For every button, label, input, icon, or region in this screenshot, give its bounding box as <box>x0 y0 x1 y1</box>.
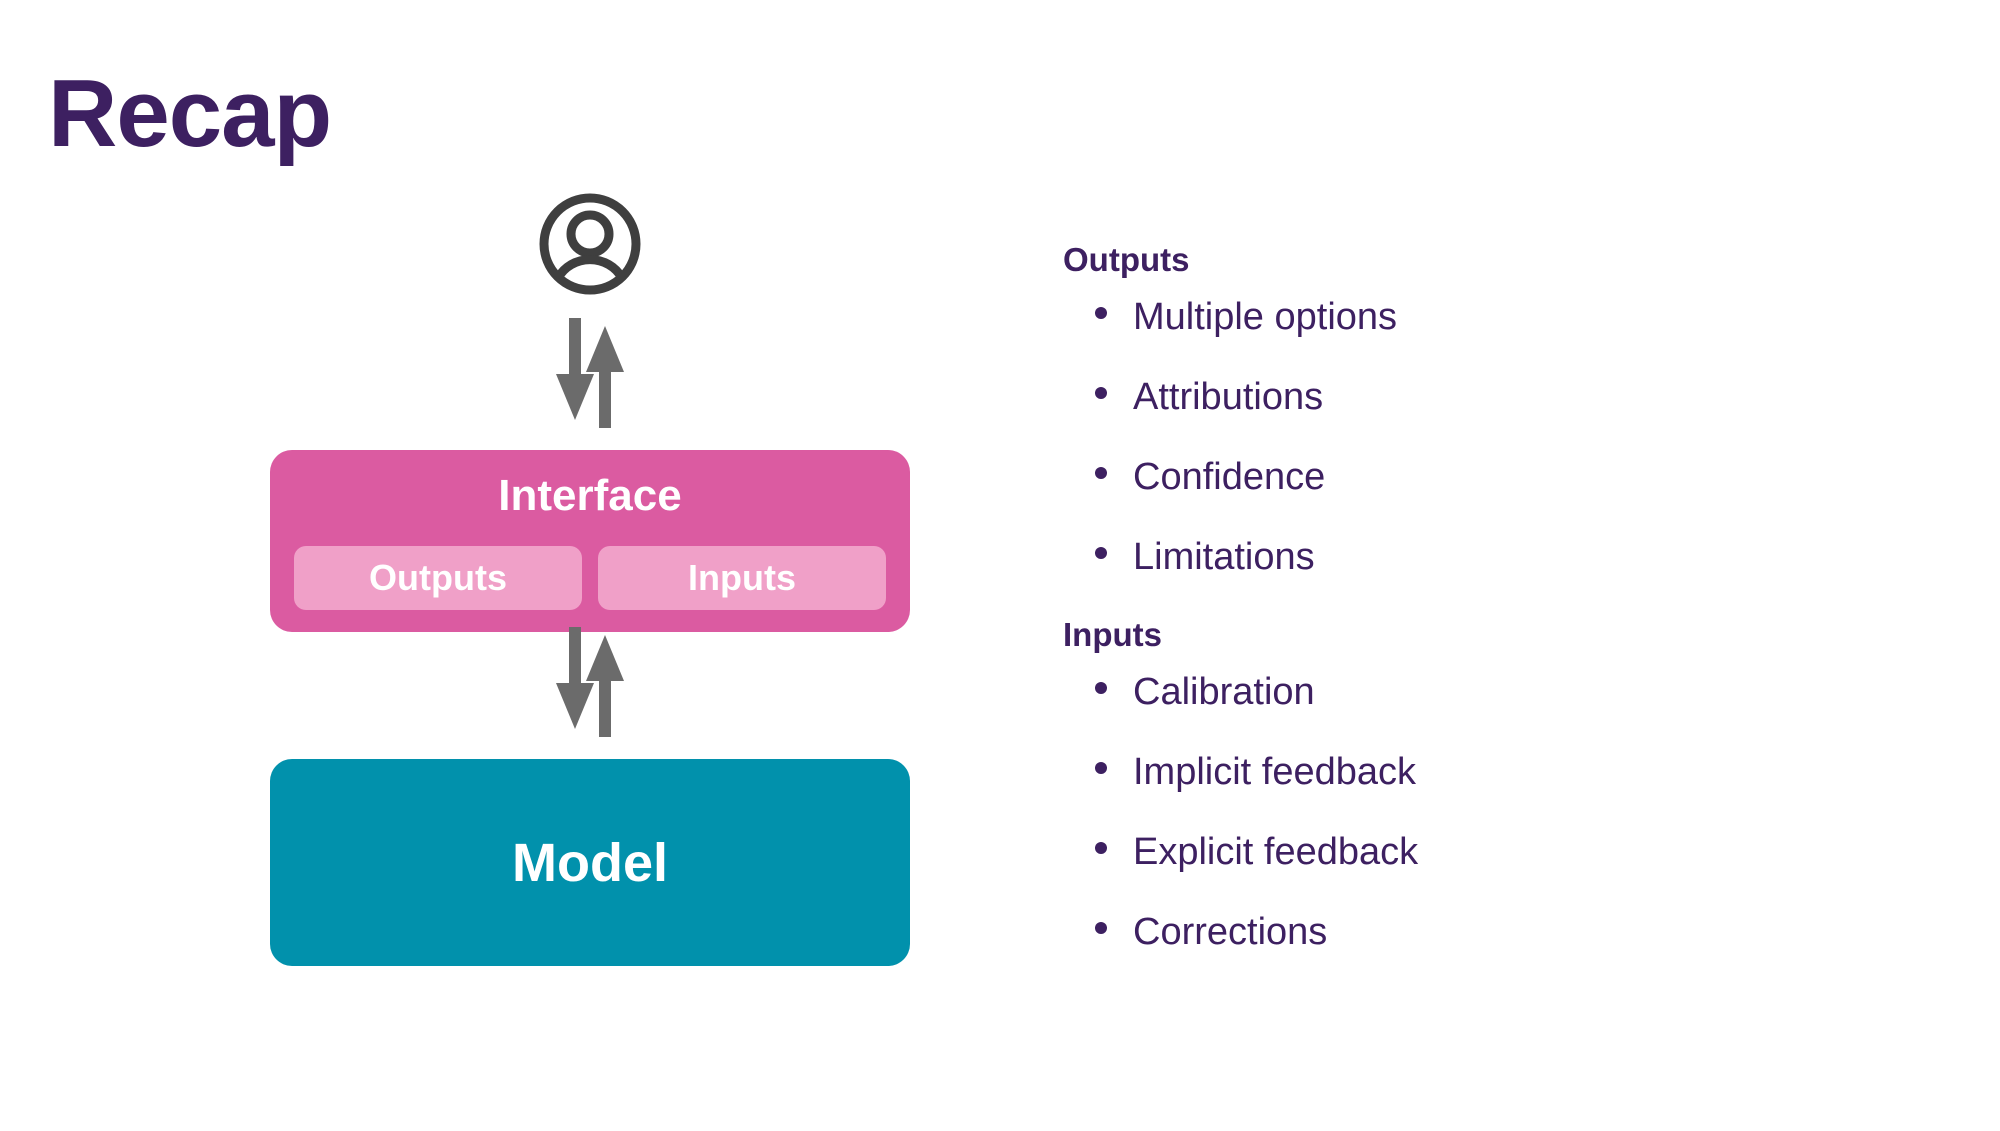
list-item-label: Limitations <box>1133 536 1315 578</box>
outputs-group: Outputs Multiple options Attributions Co… <box>1063 243 1843 576</box>
bullet-dot-icon <box>1095 762 1107 774</box>
list-item-label: Implicit feedback <box>1133 751 1417 793</box>
list-item: Implicit feedback <box>1063 753 1843 791</box>
bullet-dot-icon <box>1095 387 1107 399</box>
bullet-dot-icon <box>1095 467 1107 479</box>
list-item: Calibration <box>1063 673 1843 711</box>
interface-subbox-outputs[interactable]: Outputs <box>294 546 582 610</box>
list-item: Corrections <box>1063 913 1843 951</box>
interface-label: Interface <box>498 471 682 520</box>
list-item-label: Multiple options <box>1133 296 1398 338</box>
list-item: Limitations <box>1063 538 1843 576</box>
recap-lists: Outputs Multiple options Attributions Co… <box>1063 243 1843 993</box>
arrow-down-icon <box>556 318 594 420</box>
model-label: Model <box>512 832 668 893</box>
inputs-heading: Inputs <box>1063 616 1162 653</box>
page-title: Recap <box>48 60 332 167</box>
outputs-heading: Outputs <box>1063 241 1190 278</box>
interface-subbox-row: Outputs Inputs <box>294 546 886 610</box>
interface-subbox-inputs-label: Inputs <box>688 557 796 598</box>
inputs-bullet-list: Calibration Implicit feedback Explicit f… <box>1063 673 1843 951</box>
arrow-pair-interface-model <box>540 627 640 737</box>
list-item-label: Corrections <box>1133 911 1328 953</box>
arrow-up-icon <box>586 635 624 737</box>
list-item-label: Calibration <box>1133 671 1315 713</box>
bullet-dot-icon <box>1095 547 1107 559</box>
bullet-dot-icon <box>1095 922 1107 934</box>
arrow-down-icon <box>556 627 594 729</box>
model-block[interactable]: Model <box>270 759 910 966</box>
list-item-label: Explicit feedback <box>1133 831 1419 873</box>
interface-subbox-inputs[interactable]: Inputs <box>598 546 886 610</box>
list-item: Confidence <box>1063 458 1843 496</box>
list-item: Attributions <box>1063 378 1843 416</box>
list-item-label: Attributions <box>1133 376 1324 418</box>
arrow-pair-user-interface <box>540 318 640 428</box>
list-item-label: Confidence <box>1133 456 1326 498</box>
arrow-up-icon <box>586 326 624 428</box>
bullet-dot-icon <box>1095 682 1107 694</box>
list-item: Explicit feedback <box>1063 833 1843 871</box>
outputs-bullet-list: Multiple options Attributions Confidence… <box>1063 298 1843 576</box>
person-avatar-icon <box>536 190 644 298</box>
system-flow-diagram: Interface Outputs Inputs Model <box>270 190 910 1060</box>
interface-subbox-outputs-label: Outputs <box>369 557 507 598</box>
bullet-dot-icon <box>1095 307 1107 319</box>
bullet-dot-icon <box>1095 842 1107 854</box>
interface-block[interactable]: Interface Outputs Inputs <box>270 450 910 632</box>
inputs-group: Inputs Calibration Implicit feedback Exp… <box>1063 618 1843 951</box>
list-item: Multiple options <box>1063 298 1843 336</box>
